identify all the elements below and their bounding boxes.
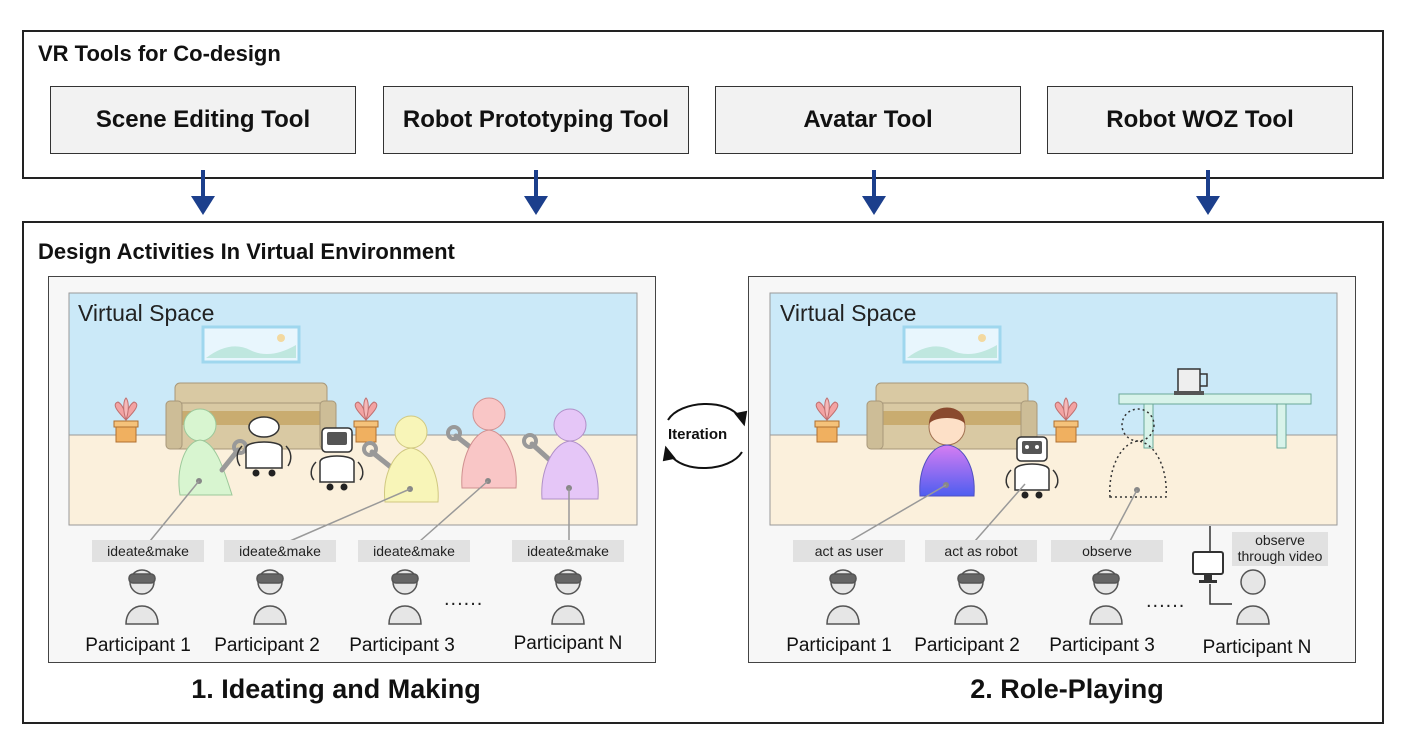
down-arrow-icon: [1196, 170, 1220, 215]
vr-participant-icon: [253, 569, 287, 625]
iteration-label: Iteration: [668, 426, 728, 443]
robot-tv-icon: [1005, 436, 1059, 499]
roleplaying-caption: 2. Role-Playing: [970, 674, 1164, 704]
avatar-yellow: [384, 415, 439, 503]
ideate-make-tag: ideate&make: [224, 540, 336, 562]
observe-video-tag: observe through video: [1232, 532, 1328, 566]
left-ellipsis: ......: [444, 588, 484, 610]
user-avatar: [919, 407, 975, 497]
right-participant-1-label: Participant 1: [786, 635, 892, 656]
robot-prototyping-tool-box: Robot Prototyping Tool: [383, 86, 689, 154]
video-participant-icon: [1236, 569, 1270, 625]
painting-icon: [902, 325, 1002, 364]
left-participant-n-label: Participant N: [513, 633, 623, 654]
robot-woz-tool-box: Robot WOZ Tool: [1047, 86, 1353, 154]
left-virtual-space: [68, 292, 638, 625]
right-connector-lines: [849, 483, 1138, 542]
left-connector-lines: [149, 480, 570, 542]
vr-participant-icon: [551, 569, 585, 625]
right-participant-3-label: Participant 3: [1049, 635, 1155, 656]
robot-white-icon: [236, 416, 292, 477]
iteration-cycle-icon: [662, 403, 748, 469]
down-arrow-icon: [524, 170, 548, 215]
monitor-icon: [1192, 526, 1232, 605]
scene-editing-tool-box: Scene Editing Tool: [50, 86, 356, 154]
ideate-make-tag: ideate&make: [512, 540, 624, 562]
vr-participant-icon: [125, 569, 159, 625]
plant-icon: [814, 397, 840, 443]
wrench-icon: [522, 433, 555, 465]
avatar-purple: [541, 408, 599, 500]
table-icon: [1118, 393, 1312, 449]
right-virtual-space-label: Virtual Space: [780, 300, 917, 326]
robot-tv-icon: [310, 427, 364, 491]
ideate-make-tag: ideate&make: [358, 540, 470, 562]
right-participant-n-label: Participant N: [1202, 637, 1312, 658]
right-virtual-space: [769, 292, 1338, 625]
plant-icon: [353, 397, 379, 443]
observe-tag: observe: [1051, 540, 1163, 562]
vr-participant-icon: [1089, 569, 1123, 625]
ideate-make-tag: ideate&make: [92, 540, 204, 562]
left-participant-2-label: Participant 2: [214, 635, 320, 656]
right-participant-2-label: Participant 2: [914, 635, 1020, 656]
avatar-pink: [461, 397, 517, 489]
down-arrow-icon: [862, 170, 886, 215]
vr-tools-title: VR Tools for Co-design: [38, 41, 281, 66]
painting-icon: [201, 325, 301, 364]
left-participant-1-label: Participant 1: [85, 635, 191, 656]
down-arrow-icon: [191, 170, 215, 215]
act-as-user-tag: act as user: [793, 540, 905, 562]
right-ellipsis: ......: [1146, 590, 1186, 612]
act-as-robot-tag: act as robot: [925, 540, 1037, 562]
activities-title: Design Activities In Virtual Environment: [38, 239, 455, 264]
wrench-icon: [362, 441, 395, 471]
left-participant-3-label: Participant 3: [349, 635, 455, 656]
plant-icon: [1053, 397, 1079, 443]
mug-icon: [1174, 368, 1208, 395]
vr-participant-icon: [388, 569, 422, 625]
left-virtual-space-label: Virtual Space: [78, 300, 215, 326]
plant-icon: [113, 397, 139, 443]
avatar-tool-box: Avatar Tool: [715, 86, 1021, 154]
vr-participant-icon: [826, 569, 860, 625]
vr-participant-icon: [954, 569, 988, 625]
ideating-caption: 1. Ideating and Making: [191, 674, 481, 704]
